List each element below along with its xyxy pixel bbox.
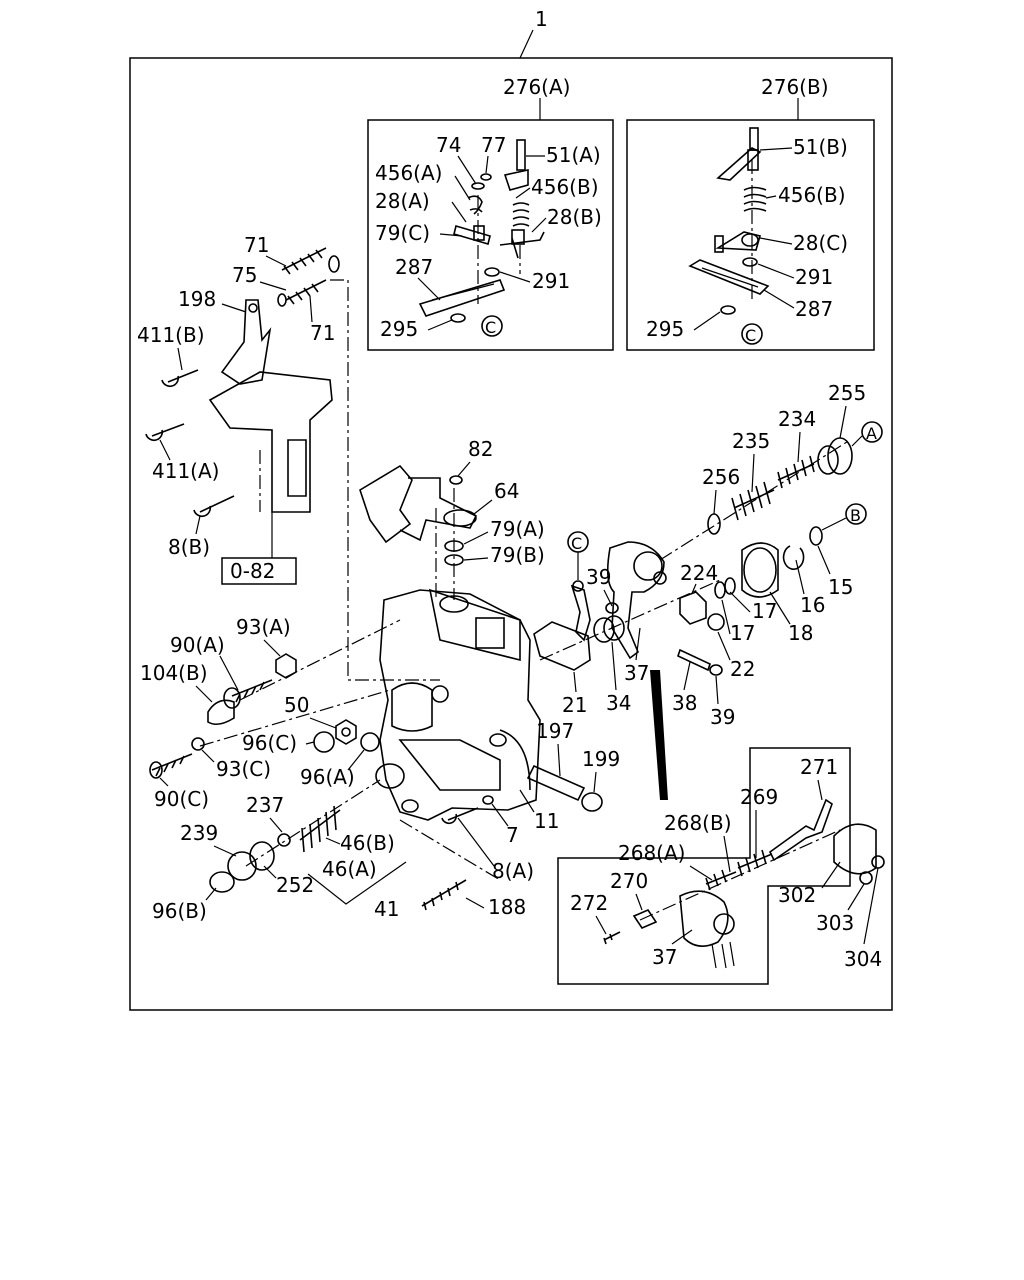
main-housing bbox=[359, 464, 541, 821]
circle-c-main: C bbox=[571, 534, 582, 553]
title-number: 1 bbox=[535, 7, 548, 31]
label-28a: 28(A) bbox=[375, 189, 430, 213]
ref-box-0-82: 0-82 bbox=[230, 559, 275, 583]
label-303: 303 bbox=[816, 911, 854, 935]
label-77: 77 bbox=[481, 133, 506, 157]
label-46b: 46(B) bbox=[340, 831, 395, 855]
label-64: 64 bbox=[494, 479, 519, 503]
label-28b: 28(B) bbox=[547, 205, 602, 229]
label-16: 16 bbox=[800, 593, 825, 617]
label-93a: 93(A) bbox=[236, 615, 291, 639]
label-272: 272 bbox=[570, 891, 608, 915]
label-34: 34 bbox=[606, 691, 631, 715]
label-41: 41 bbox=[374, 897, 399, 921]
label-96c: 96(C) bbox=[242, 731, 297, 755]
circle-c-a: C bbox=[485, 318, 496, 337]
label-71-bottom: 71 bbox=[310, 321, 335, 345]
subassy-a: 276(A) 74 77 51(A) 456(A) 456(B) bbox=[367, 75, 614, 351]
subassy-a-title: 276(A) bbox=[503, 75, 570, 99]
label-11: 11 bbox=[534, 809, 559, 833]
label-304: 304 bbox=[844, 947, 882, 971]
label-456b-a: 456(B) bbox=[531, 175, 599, 199]
subassy-b-title: 276(B) bbox=[761, 75, 829, 99]
label-74: 74 bbox=[436, 133, 461, 157]
label-270: 270 bbox=[610, 869, 648, 893]
label-39-b: 39 bbox=[710, 705, 735, 729]
label-15: 15 bbox=[828, 575, 853, 599]
label-199: 199 bbox=[582, 747, 620, 771]
label-224: 224 bbox=[680, 561, 718, 585]
label-234: 234 bbox=[778, 407, 816, 431]
bracket-group: 71 75 198 71 411(B) 411(A) 8(B) 0-82 bbox=[137, 233, 340, 585]
left-parts: 93(A) 90(A) 104(B) 50 96(C) 96(A) 93(C) … bbox=[140, 615, 620, 923]
label-271: 271 bbox=[800, 755, 838, 779]
center-parts: C 17 22 21 34 37 38 39 bbox=[533, 531, 755, 800]
label-239: 239 bbox=[180, 821, 218, 845]
label-256: 256 bbox=[702, 465, 740, 489]
label-46a: 46(A) bbox=[322, 857, 377, 881]
label-75: 75 bbox=[232, 263, 257, 287]
label-90c: 90(C) bbox=[154, 787, 209, 811]
circle-a: A bbox=[866, 424, 877, 443]
label-51a: 51(A) bbox=[546, 143, 601, 167]
label-188: 188 bbox=[488, 895, 526, 919]
label-51b: 51(B) bbox=[793, 135, 848, 159]
label-237: 237 bbox=[246, 793, 284, 817]
label-38: 38 bbox=[672, 691, 697, 715]
label-269: 269 bbox=[740, 785, 778, 809]
label-302: 302 bbox=[778, 883, 816, 907]
right-parts: A B 255 234 235 256 39 224 17 18 1 bbox=[586, 381, 883, 645]
label-17-top: 17 bbox=[752, 599, 777, 623]
label-252: 252 bbox=[276, 873, 314, 897]
label-287-b: 287 bbox=[795, 297, 833, 321]
label-287-a: 287 bbox=[395, 255, 433, 279]
outer-frame bbox=[129, 57, 893, 1011]
label-17-b: 17 bbox=[730, 621, 755, 645]
label-295-b: 295 bbox=[646, 317, 684, 341]
label-268b: 268(B) bbox=[664, 811, 732, 835]
label-79a: 79(A) bbox=[490, 517, 545, 541]
subassy-b: 276(B) 51(B) 456(B) 28(C) 291 287 295 C bbox=[626, 75, 875, 351]
lever-inset: 271 269 268(B) 268(A) 270 272 37 302 303… bbox=[557, 747, 885, 985]
label-82: 82 bbox=[468, 437, 493, 461]
label-255: 255 bbox=[828, 381, 866, 405]
label-37-main: 37 bbox=[624, 661, 649, 685]
label-235: 235 bbox=[732, 429, 770, 453]
label-96a: 96(A) bbox=[300, 765, 355, 789]
label-8a: 8(A) bbox=[492, 859, 534, 883]
label-28c: 28(C) bbox=[793, 231, 848, 255]
label-93c: 93(C) bbox=[216, 757, 271, 781]
label-18: 18 bbox=[788, 621, 813, 645]
label-7: 7 bbox=[506, 823, 519, 847]
label-50: 50 bbox=[284, 693, 309, 717]
label-291-b: 291 bbox=[795, 265, 833, 289]
label-96b: 96(B) bbox=[152, 899, 207, 923]
label-295-a: 295 bbox=[380, 317, 418, 341]
label-8b: 8(B) bbox=[168, 535, 210, 559]
label-411a: 411(A) bbox=[152, 459, 219, 483]
label-71-top: 71 bbox=[244, 233, 269, 257]
label-198: 198 bbox=[178, 287, 216, 311]
label-79b: 79(B) bbox=[490, 543, 545, 567]
label-104b: 104(B) bbox=[140, 661, 208, 685]
label-79c: 79(C) bbox=[375, 221, 430, 245]
label-456b-b: 456(B) bbox=[778, 183, 846, 207]
main-labels: 82 64 79(A) 79(B) bbox=[457, 437, 545, 567]
circle-c-b: C bbox=[745, 326, 756, 345]
label-21: 21 bbox=[562, 693, 587, 717]
label-291-a: 291 bbox=[532, 269, 570, 293]
circle-b: B bbox=[850, 506, 861, 525]
label-90a: 90(A) bbox=[170, 633, 225, 657]
label-37-inset: 37 bbox=[652, 945, 677, 969]
label-22: 22 bbox=[730, 657, 755, 681]
label-268a: 268(A) bbox=[618, 841, 685, 865]
label-197: 197 bbox=[536, 719, 574, 743]
label-456a: 456(A) bbox=[375, 161, 442, 185]
label-411b: 411(B) bbox=[137, 323, 205, 347]
